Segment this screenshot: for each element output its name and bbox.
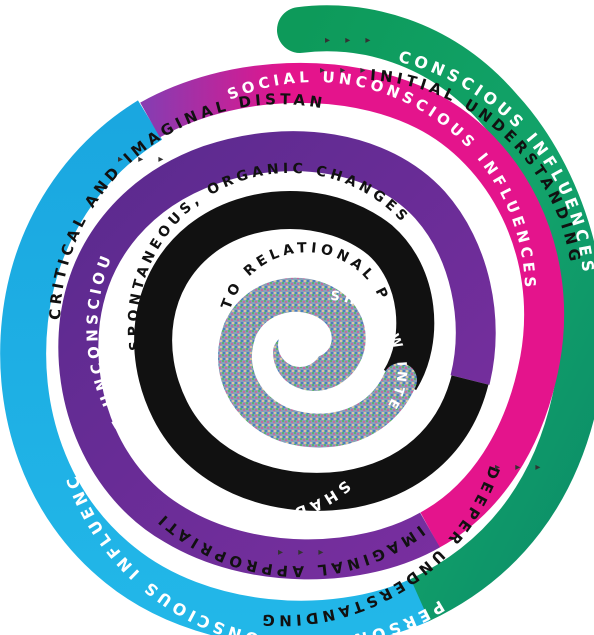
arrow-marks-critical: ▸ ▸ ▸: [118, 154, 169, 165]
arrow-marks-initial: ▸ ▸ ▸: [320, 65, 371, 76]
core-center: [278, 323, 322, 367]
arrow-marks-inner: ▸ ▸ ▸: [270, 231, 319, 241]
arrow-marks-bottom: ▸ ▸ ▸: [278, 547, 329, 558]
arrow-marks-right: ▸ ▸ ▸: [495, 462, 546, 473]
arrow-marks-top: ▸ ▸ ▸: [325, 35, 376, 46]
